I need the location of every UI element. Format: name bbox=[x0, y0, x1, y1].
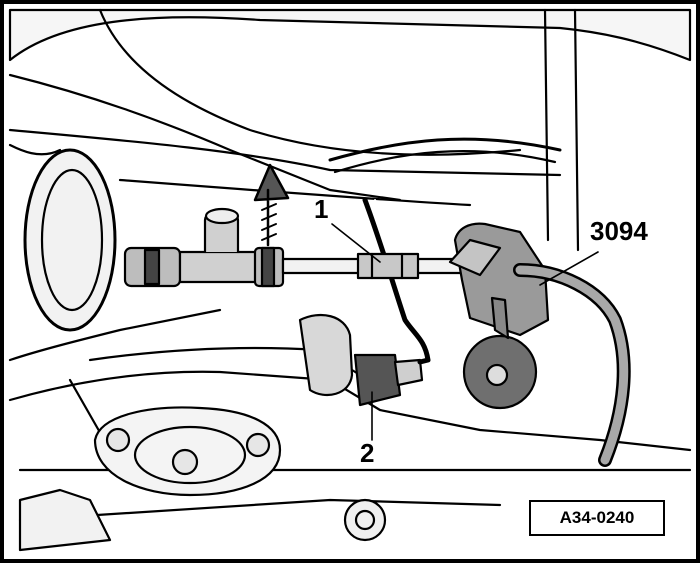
upper-housing bbox=[8, 8, 692, 62]
rod-clamp-band bbox=[260, 246, 276, 288]
bolt-head bbox=[245, 432, 271, 458]
flange-ring bbox=[23, 148, 117, 332]
housing-curve bbox=[98, 8, 522, 156]
arrow-hatch bbox=[261, 203, 277, 241]
rod-tee-cap bbox=[204, 207, 240, 225]
mount-boss bbox=[133, 425, 247, 485]
lower-casing bbox=[8, 370, 692, 452]
body-line-1 bbox=[8, 128, 562, 177]
callout-label-2: 2 bbox=[360, 438, 375, 468]
sensor-body bbox=[353, 353, 402, 407]
hose-inner bbox=[333, 150, 557, 174]
tool-screw bbox=[490, 296, 510, 340]
callout-label-1: 1 bbox=[314, 194, 329, 224]
lower-casing-2 bbox=[88, 346, 362, 377]
flange-ring-inner bbox=[40, 168, 104, 312]
tool-handle-fill bbox=[515, 265, 629, 465]
body-line-2 bbox=[118, 178, 472, 207]
leader-line-3094 bbox=[539, 251, 599, 286]
bolt-head bbox=[105, 427, 131, 453]
mount-bracket bbox=[18, 488, 112, 552]
rear-panel bbox=[543, 8, 580, 252]
sensor-plug bbox=[393, 358, 424, 387]
bolt-head-inner bbox=[354, 509, 376, 531]
bolt-head bbox=[171, 448, 199, 476]
bolt-head bbox=[343, 498, 387, 542]
hose bbox=[328, 137, 562, 162]
tool-knob-center bbox=[485, 363, 509, 387]
housing-edge bbox=[8, 73, 402, 202]
rod-collar bbox=[143, 248, 161, 286]
tool-clamp-jaw bbox=[448, 238, 502, 277]
rod-sleeve bbox=[356, 252, 420, 280]
figure-id-box: A34-0240 bbox=[529, 500, 665, 536]
sensor-housing bbox=[298, 313, 354, 397]
rod-housing bbox=[178, 250, 262, 284]
sensor-cable bbox=[362, 197, 431, 365]
left-housing bbox=[8, 143, 222, 362]
leader-line-1 bbox=[331, 223, 381, 263]
callout-label-tool: 3094 bbox=[590, 216, 648, 246]
